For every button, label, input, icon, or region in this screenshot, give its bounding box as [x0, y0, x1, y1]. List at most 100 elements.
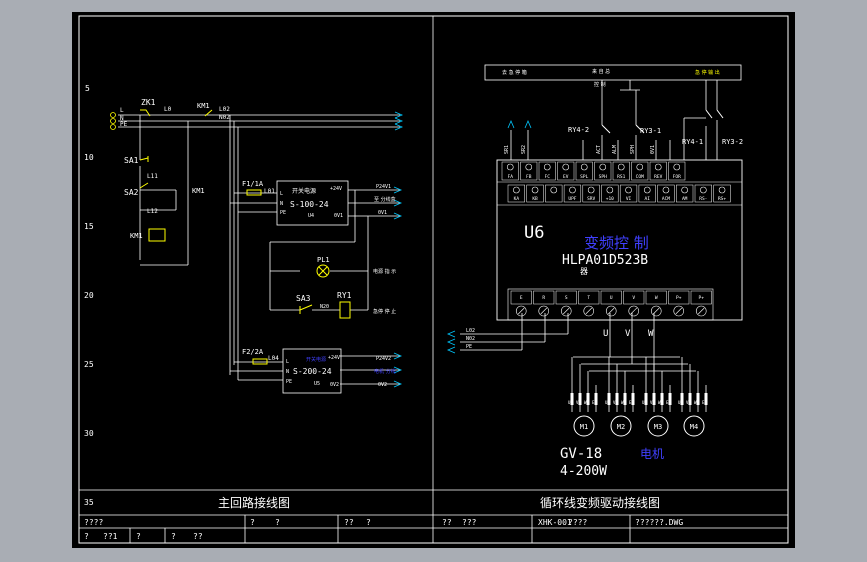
psu2-box: [282, 348, 342, 394]
terminal-cell: [600, 290, 622, 305]
motor-model-suffix: 电机: [640, 447, 664, 461]
motor-label: M2: [617, 423, 625, 431]
terminal-label: FB: [526, 174, 532, 180]
terminal-screw: [513, 186, 520, 194]
terminal-screw: [662, 186, 670, 194]
left-ruler: 5 10 15 20 25 30 35: [84, 84, 94, 507]
tb-cell: ?: [84, 532, 89, 541]
psu2-id: U5: [314, 381, 320, 387]
drawing-canvas: [72, 12, 795, 548]
terminal-label: ACM: [662, 196, 670, 202]
vfd-model: HLPA01D523B: [562, 253, 648, 268]
relay-labels: RY4-2 RY3-1 RY4-1 RY3-2: [568, 126, 743, 146]
left-title: 主回路接线图: [218, 495, 290, 510]
ruler-label: 15: [84, 222, 94, 231]
motor-pin-label: V: [686, 400, 689, 405]
terminal-screw: [605, 305, 617, 317]
terminal-cell: [645, 290, 667, 305]
terminal-label: FC: [545, 174, 551, 180]
tb-cell: ????: [84, 518, 103, 527]
ry1-desc: 急停 停 止: [373, 308, 396, 315]
motor-pin-terminal: [668, 393, 672, 405]
sa1-switch-symbol: [139, 156, 149, 162]
terminal-screw: [543, 163, 551, 171]
terminal-screw: [650, 305, 662, 317]
terminal-label: U: [610, 295, 613, 301]
motor-pin-terminal: [631, 393, 635, 405]
motor-pin-label: U: [568, 400, 571, 405]
tb-cell: ??: [344, 518, 354, 527]
psu2-out1: +24V: [328, 355, 340, 361]
terminal-cell: [545, 184, 563, 203]
psu2-n: N: [286, 369, 289, 375]
ruler-label: 25: [84, 360, 94, 369]
n02-label: N02: [219, 114, 230, 121]
terminal-cell: [638, 184, 656, 203]
terminal-screw: [643, 186, 651, 194]
terminal-cell: [533, 290, 555, 305]
terminal-screw: [673, 163, 681, 171]
motor-pin-terminal: [644, 393, 648, 405]
psu1-box: [276, 180, 349, 226]
ruler-label: 35: [84, 498, 94, 507]
out-p24v2-label: 电机 分线: [374, 368, 396, 375]
terminal-screw: [625, 186, 632, 194]
terminal-label: AM: [682, 196, 688, 202]
tb-cell: ??1: [103, 532, 118, 541]
motor-pin-label: U: [678, 400, 681, 405]
sa2-label: SA2: [124, 188, 139, 197]
vfd-supply-tags: L02 N02 PE: [466, 328, 475, 350]
motor-pin-terminal: [680, 393, 684, 405]
vfd-title-sub: 器: [580, 267, 588, 276]
supply-tag: N02: [466, 336, 475, 342]
ry1-coil-symbol: [339, 301, 351, 319]
motor-pin-label: V: [613, 400, 616, 405]
terminal-cell: [538, 161, 556, 181]
banner-labels: 去 急 停 箱 来 自 总 控 制 急 停 输 出: [502, 68, 720, 88]
terminal-screw: [580, 163, 588, 171]
terminal-label: E: [520, 295, 523, 301]
motor-pin-terminal: [594, 393, 598, 405]
terminal-cell: [557, 161, 575, 181]
motor-pin-terminal: [623, 393, 627, 405]
terminal-screw: [700, 186, 707, 194]
terminal-screw: [562, 163, 570, 171]
terminal-cell: [676, 184, 694, 203]
motor-symbol: [573, 415, 595, 437]
uvw-label: U: [603, 329, 608, 339]
left-devices: [139, 109, 351, 365]
terminal-screw: [681, 186, 688, 194]
psu1-model: S-100-24: [290, 200, 329, 209]
terminal-cell: [668, 290, 690, 305]
vfd-title: 变频控 制: [584, 234, 649, 252]
out-p24v2: P24V2: [376, 356, 391, 362]
ry4-2-label: RY4-2: [568, 126, 589, 134]
tb-cell: ?: [366, 518, 371, 527]
out-p24v1-label: 至 分线盒: [374, 196, 396, 203]
terminal-screw: [673, 305, 685, 317]
terminal-label: P+: [699, 295, 705, 301]
terminal-cell: [657, 184, 675, 203]
motor-symbol: [683, 415, 705, 437]
terminal-cell: [623, 290, 645, 305]
terminal-label: REV: [654, 174, 662, 180]
f1-label: F1/1A: [242, 180, 264, 188]
wire-tag: ACT: [596, 145, 602, 154]
terminal-cell: [612, 161, 630, 181]
motor-pin-terminal: [578, 393, 582, 405]
terminal-screw: [587, 186, 595, 194]
vfd-terminal-block: [507, 288, 714, 321]
uvw-label: W: [648, 329, 654, 339]
terminal-screw: [599, 163, 607, 171]
motor-pin-terminal: [586, 393, 590, 405]
banner-left: 去 急 停 箱: [502, 69, 527, 76]
tb-cell: XHK-001: [538, 518, 572, 527]
supply-arrows: [110, 111, 404, 388]
zk1-breaker-symbol: [140, 109, 151, 117]
left-labels: L N PE ZK1 L0 KM1 L02 N02 SA1 L11 SA2 KM…: [120, 98, 396, 388]
supply-tag: PE: [466, 344, 472, 350]
terminal-screw: [560, 305, 572, 317]
tb-cell: ?: [136, 532, 141, 541]
terminal-label: SPL: [580, 174, 588, 180]
